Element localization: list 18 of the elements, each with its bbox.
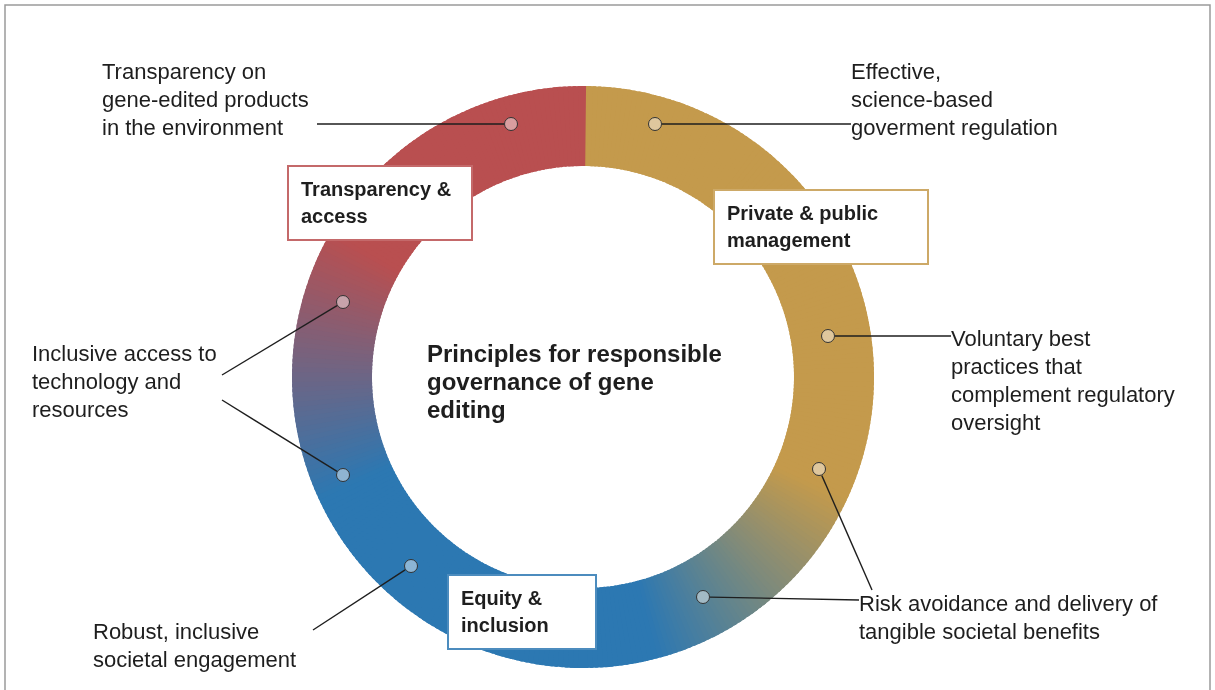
leader-line xyxy=(221,399,338,472)
category-box: Transparency & access xyxy=(287,165,473,241)
leader-line xyxy=(834,335,952,337)
callout-text: Effective, science-based goverment regulation xyxy=(851,58,1073,142)
callout-text: Risk avoidance and delivery of tangible societal benefits xyxy=(859,590,1159,646)
leader-line xyxy=(221,304,338,376)
leader-line xyxy=(312,569,406,631)
callout-text: Voluntary best practices that complement regulatory oversight xyxy=(951,325,1183,437)
leader-line xyxy=(821,474,873,591)
leader-line xyxy=(316,123,505,125)
category-box: Private & public management xyxy=(713,189,929,265)
leader-line xyxy=(709,596,860,601)
category-box: Equity & inclusion xyxy=(447,574,597,650)
leader-line xyxy=(661,123,852,125)
diagram-title: Principles for responsible governance of gene editing xyxy=(427,340,723,425)
callout-text: Robust, inclusive societal engagement xyxy=(93,618,313,674)
callout-text: Inclusive access to technology and resources xyxy=(32,340,222,424)
callout-text: Transparency on gene-edited products in the environment xyxy=(102,58,317,142)
